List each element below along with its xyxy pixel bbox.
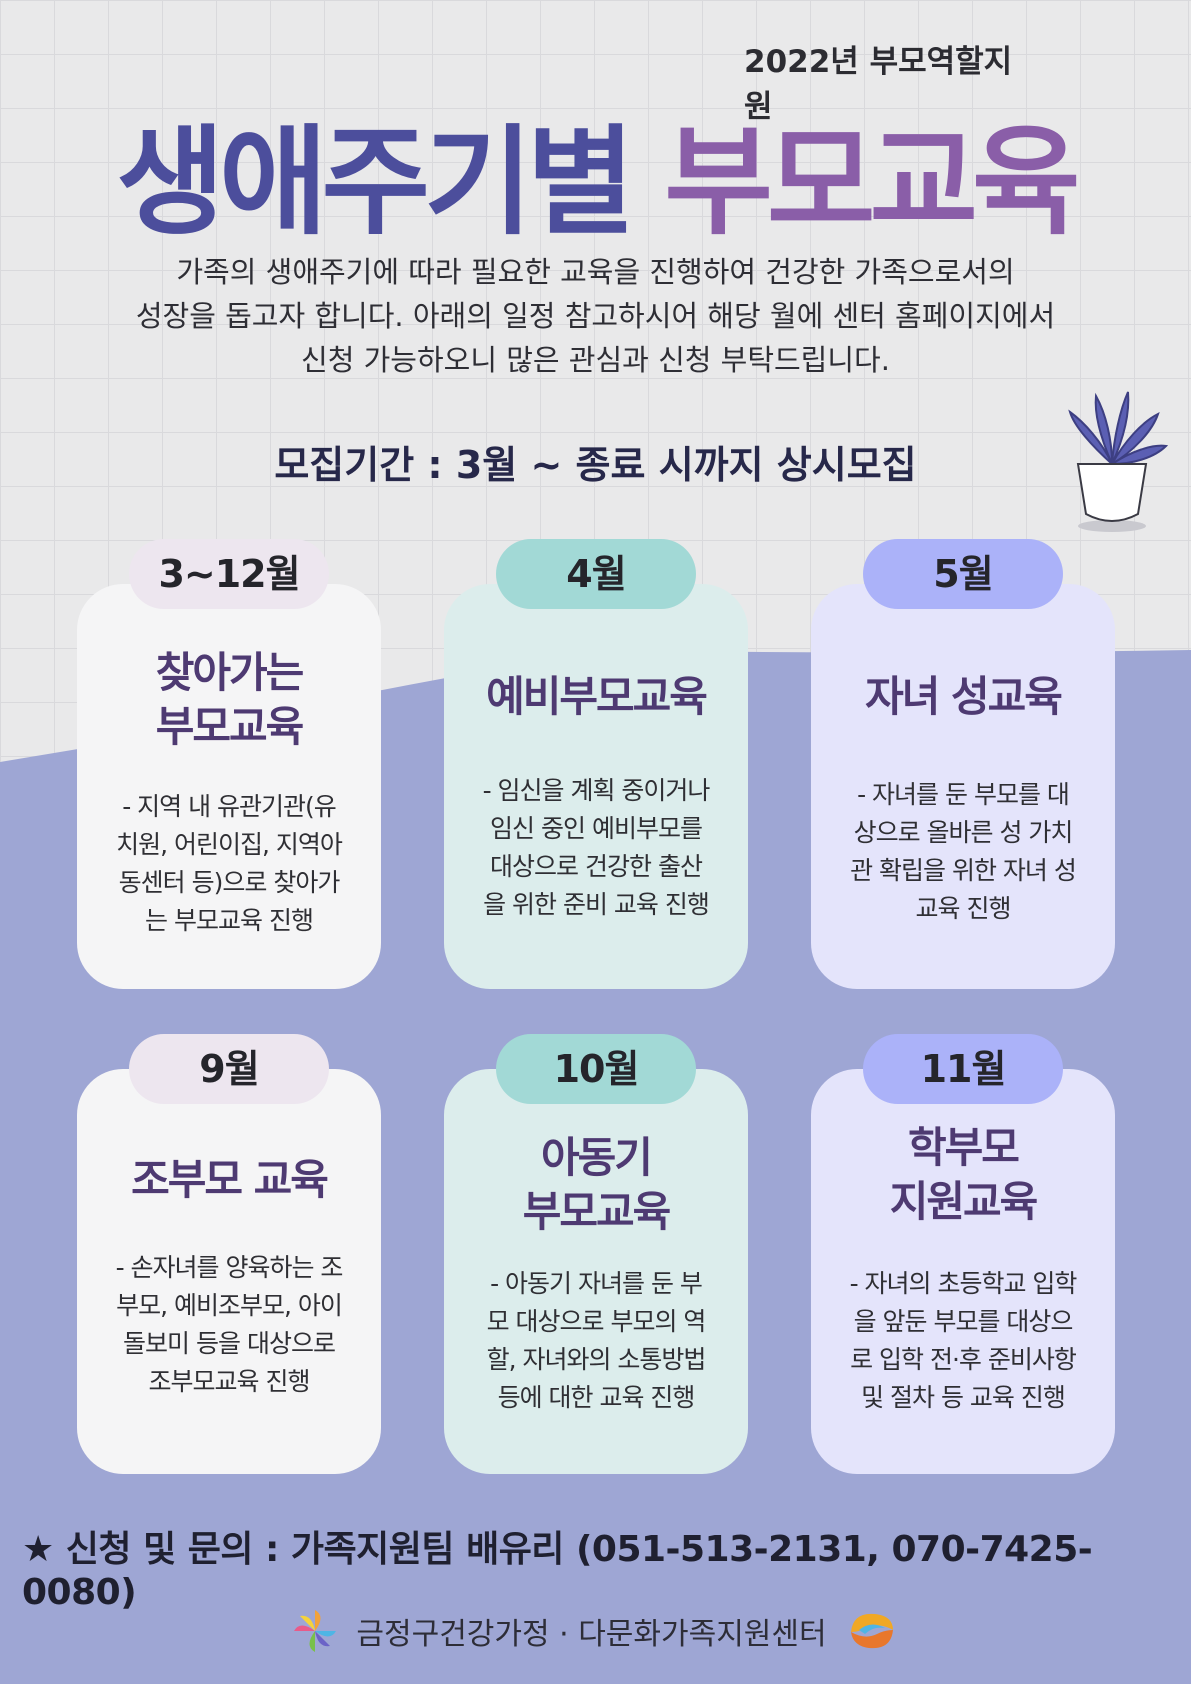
card-description: - 아동기 자녀를 둔 부 모 대상으로 부모의 역 할, 자녀와의 소통방법 … bbox=[486, 1269, 707, 1412]
month-badge: 4월 bbox=[496, 539, 696, 609]
month-badge: 3~12월 bbox=[129, 539, 329, 609]
intro-line: 가족의 생애주기에 따라 필요한 교육을 진행하여 건강한 가족으로서의 bbox=[176, 255, 1015, 289]
card-title: 학부모 지원교육 bbox=[889, 1123, 1039, 1226]
card-description: - 자녀의 초등학교 입학 을 앞둔 부모를 대상으 로 입학 전·후 준비사항… bbox=[849, 1269, 1078, 1412]
program-card-grandparent: 조부모 교육 - 손자녀를 양육하는 조 부모, 예비조부모, 아이 돌보미 등… bbox=[77, 1069, 381, 1474]
card-title: 자녀 성교육 bbox=[865, 672, 1063, 721]
contact-info: ★ 신청 및 문의 : 가족지원팀 배유리 (051-513-2131, 070… bbox=[22, 1529, 1093, 1613]
intro-line: 성장을 돕고자 합니다. 아래의 일정 참고하시어 해당 월에 센터 홈페이지에… bbox=[135, 299, 1056, 333]
card-description: - 임신을 계획 중이거나 임신 중인 예비부모를 대상으로 건강한 출산 을 … bbox=[482, 776, 711, 919]
card-description: - 지역 내 유관기관(유 치원, 어린이집, 지역아 동센터 등)으로 찾아가… bbox=[116, 792, 343, 935]
card-title: 조부모 교육 bbox=[131, 1155, 329, 1204]
recruit-period: 모집기간 : 3월 ~ 종료 시까지 상시모집 bbox=[274, 443, 917, 487]
card-title: 예비부모교육 bbox=[486, 672, 708, 721]
pinwheel-logo-icon bbox=[294, 1610, 337, 1652]
month-badge: 5월 bbox=[863, 539, 1063, 609]
organization-name: 금정구건강가정 · 다문화가족지원센터 bbox=[356, 1617, 827, 1652]
card-description: - 손자녀를 양육하는 조 부모, 예비조부모, 아이 돌보미 등을 대상으로 … bbox=[115, 1253, 344, 1396]
swirl-logo-icon bbox=[850, 1613, 893, 1649]
program-card-visiting: 찾아가는 부모교육 - 지역 내 유관기관(유 치원, 어린이집, 지역아 동센… bbox=[77, 584, 381, 989]
program-card-prospective: 예비부모교육 - 임신을 계획 중이거나 임신 중인 예비부모를 대상으로 건강… bbox=[444, 584, 748, 989]
card-title: 찾아가는 부모교육 bbox=[155, 648, 305, 751]
title-part-2: 부모교육 bbox=[664, 113, 1080, 251]
card-title: 아동기 부모교육 bbox=[522, 1133, 672, 1236]
card-description: - 자녀를 둔 부모를 대 상으로 올바른 성 가치 관 확립을 위한 자녀 성… bbox=[850, 780, 1077, 923]
month-badge: 9월 bbox=[129, 1034, 329, 1104]
program-card-school-parent: 학부모 지원교육 - 자녀의 초등학교 입학 을 앞둔 부모를 대상으 로 입학… bbox=[811, 1069, 1115, 1474]
month-badge: 10월 bbox=[496, 1034, 696, 1104]
subtitle: 2022년 부모역할지원 bbox=[744, 44, 1013, 125]
footer: 금정구건강가정 · 다문화가족지원센터 bbox=[0, 1608, 1191, 1658]
page-title: 생애주기별 부모교육 bbox=[0, 86, 1191, 257]
plant-icon bbox=[1068, 391, 1169, 532]
intro-text: 가족의 생애주기에 따라 필요한 교육을 진행하여 건강한 가족으로서의 성장을… bbox=[80, 250, 1111, 382]
month-badge: 11월 bbox=[863, 1034, 1063, 1104]
program-card-childhood: 아동기 부모교육 - 아동기 자녀를 둔 부 모 대상으로 부모의 역 할, 자… bbox=[444, 1069, 748, 1474]
program-card-sex-education: 자녀 성교육 - 자녀를 둔 부모를 대 상으로 올바른 성 가치 관 확립을 … bbox=[811, 584, 1115, 989]
title-part-1: 생애주기별 bbox=[116, 113, 635, 251]
intro-line: 신청 가능하오니 많은 관심과 신청 부탁드립니다. bbox=[301, 343, 890, 377]
